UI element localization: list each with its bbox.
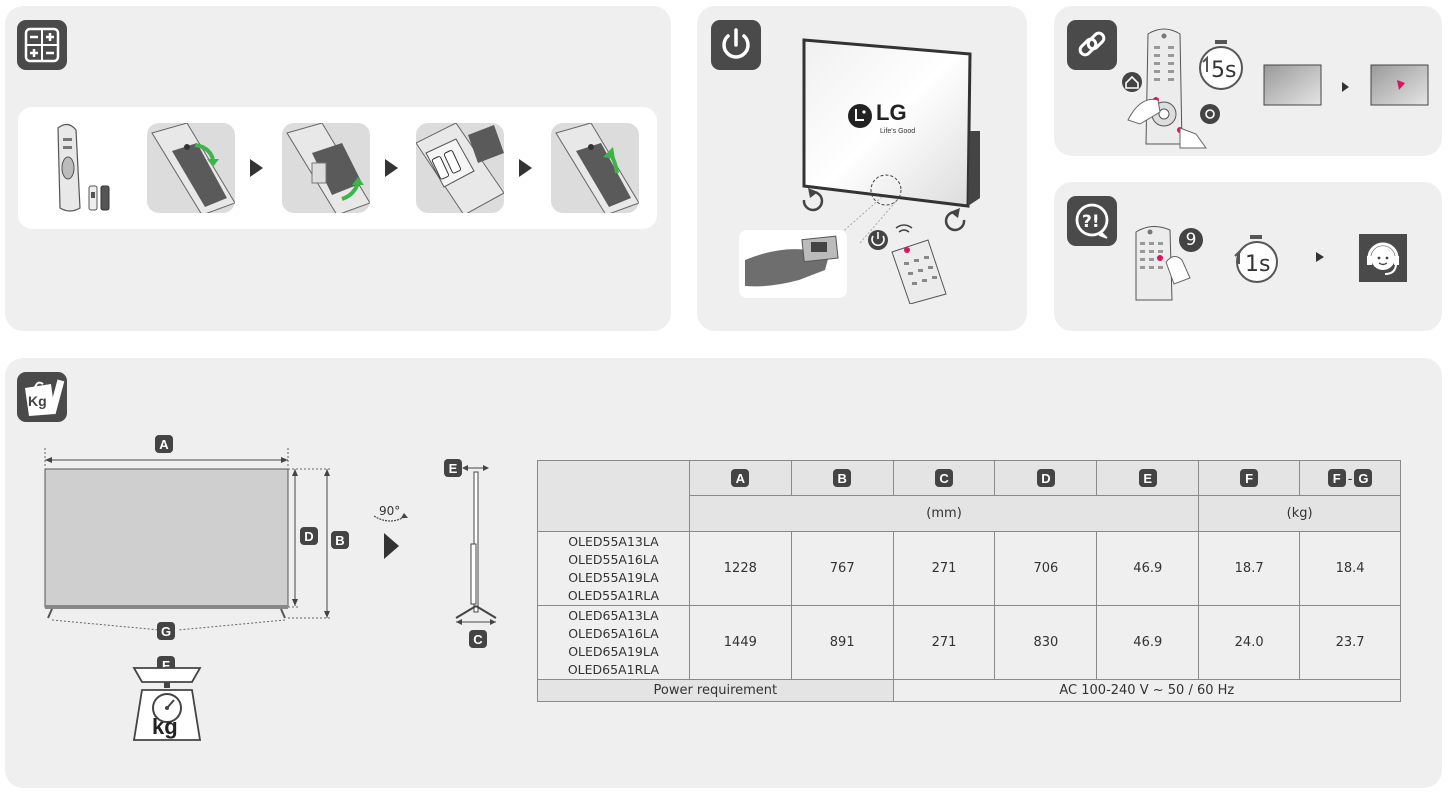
scale-unit-label: kg bbox=[152, 714, 178, 739]
header-b: B bbox=[790, 460, 894, 496]
weight-ruler-icon: Kg bbox=[17, 372, 67, 422]
header-f-label: F bbox=[1240, 469, 1259, 487]
battery-icon bbox=[17, 20, 67, 70]
header-d: D bbox=[994, 460, 1098, 496]
step-arrow bbox=[385, 159, 398, 177]
value-c: 271 bbox=[892, 605, 996, 680]
model-name: OLED55A19LA bbox=[568, 569, 659, 585]
battery-step-1 bbox=[147, 123, 235, 213]
header-c-label: C bbox=[935, 469, 954, 487]
dimension-label-c: C bbox=[469, 630, 487, 648]
battery-step-2 bbox=[282, 123, 370, 213]
value-d: 830 bbox=[994, 605, 1098, 680]
header-e-label: E bbox=[1138, 469, 1157, 487]
rotate-left-icon bbox=[802, 188, 824, 212]
svg-text:Kg: Kg bbox=[28, 393, 47, 409]
dimension-label-d: D bbox=[300, 527, 318, 545]
header-e: E bbox=[1096, 460, 1200, 496]
header-a: A bbox=[688, 460, 792, 496]
tv-side-dimension-drawing bbox=[455, 465, 497, 625]
support-agent-icon bbox=[1359, 234, 1407, 282]
model-name: OLED55A1RLA bbox=[567, 587, 660, 603]
power-icon bbox=[711, 20, 761, 70]
value-b: 767 bbox=[790, 531, 894, 606]
model-list: OLED65A13LA OLED65A16LA OLED65A19LA OLED… bbox=[537, 605, 690, 680]
value-f: 24.0 bbox=[1198, 605, 1301, 680]
value-d: 706 bbox=[994, 531, 1098, 606]
header-c: C bbox=[892, 460, 996, 496]
tv-front-dimension-drawing bbox=[44, 448, 332, 631]
model-name: OLED55A16LA bbox=[568, 551, 659, 567]
header-b-label: B bbox=[833, 469, 852, 487]
remote-help-illustration bbox=[1135, 226, 1191, 301]
header-fg-sep: - bbox=[1347, 471, 1353, 487]
model-list: OLED55A13LA OLED55A16LA OLED55A19LA OLED… bbox=[537, 531, 690, 606]
battery-step-3 bbox=[416, 123, 504, 213]
unit-mm: (mm) bbox=[688, 495, 1200, 532]
spec-table: A B C D E F F-G (mm) (kg) OLED55A13LA OL… bbox=[537, 460, 1402, 702]
value-f-g: 23.7 bbox=[1299, 605, 1401, 680]
rotation-step-arrow bbox=[384, 533, 399, 559]
help-button-number: 9 bbox=[1179, 228, 1203, 252]
pair-arrow bbox=[1342, 82, 1349, 92]
value-a: 1449 bbox=[688, 605, 792, 680]
tv-on-thumbnail bbox=[1370, 64, 1429, 106]
dimension-label-b: B bbox=[331, 531, 349, 549]
power-requirement-label: Power requirement bbox=[537, 679, 894, 702]
table-row: OLED65A13LA OLED65A16LA OLED65A19LA OLED… bbox=[537, 605, 1401, 680]
dimension-label-e: E bbox=[444, 459, 462, 477]
dimension-label-g: G bbox=[157, 622, 175, 640]
rotation-arrow-icon bbox=[373, 513, 408, 522]
help-timer-text: 1s bbox=[1245, 252, 1271, 277]
header-fg-g-label: G bbox=[1354, 469, 1373, 487]
power-requirement-value: AC 100-240 V ~ 50 / 60 Hz bbox=[892, 679, 1402, 702]
model-name: OLED65A19LA bbox=[568, 643, 659, 659]
link-icon bbox=[1067, 20, 1117, 70]
tv-off-thumbnail bbox=[1263, 64, 1322, 106]
dimension-label-a: A bbox=[155, 435, 173, 453]
value-c: 271 bbox=[892, 531, 996, 606]
unit-kg: (kg) bbox=[1198, 495, 1401, 532]
help-icon: ?! bbox=[1067, 196, 1117, 246]
timer-icon bbox=[1199, 40, 1243, 90]
value-a: 1228 bbox=[688, 531, 792, 606]
scale-icon bbox=[132, 667, 202, 741]
model-name: OLED65A1RLA bbox=[567, 661, 660, 677]
pair-timer-text: 5s bbox=[1211, 58, 1237, 83]
table-corner bbox=[537, 460, 690, 532]
value-e: 46.9 bbox=[1096, 531, 1200, 606]
header-fg-f-label: F bbox=[1327, 469, 1346, 487]
battery-step-4 bbox=[551, 123, 639, 213]
value-b: 891 bbox=[790, 605, 894, 680]
model-name: OLED65A13LA bbox=[568, 607, 659, 623]
timer-icon bbox=[1234, 235, 1278, 283]
value-f-g: 18.4 bbox=[1299, 531, 1401, 606]
step-arrow bbox=[250, 159, 263, 177]
value-e: 46.9 bbox=[1096, 605, 1200, 680]
tv-logo-tagline: Life's Good bbox=[880, 128, 916, 135]
header-f: F bbox=[1198, 460, 1301, 496]
step-arrow bbox=[519, 159, 532, 177]
tv-illustration bbox=[802, 38, 980, 208]
rotate-right-icon bbox=[944, 208, 966, 232]
remote-power-illustration bbox=[868, 224, 947, 304]
remote-and-batteries-illustration bbox=[57, 123, 110, 212]
header-d-label: D bbox=[1036, 469, 1055, 487]
power-button-closeup bbox=[739, 230, 847, 298]
tv-logo-text: LG bbox=[876, 100, 907, 125]
svg-text:?!: ?! bbox=[1082, 212, 1100, 232]
value-f: 18.7 bbox=[1198, 531, 1301, 606]
model-name: OLED55A13LA bbox=[568, 533, 659, 549]
remote-pair-illustration bbox=[1122, 28, 1220, 149]
header-a-label: A bbox=[731, 469, 750, 487]
help-arrow bbox=[1316, 252, 1324, 262]
rotation-label: 90° bbox=[379, 504, 401, 518]
table-row: OLED55A13LA OLED55A16LA OLED55A19LA OLED… bbox=[537, 531, 1401, 606]
model-name: OLED65A16LA bbox=[568, 625, 659, 641]
header-f-g: F-G bbox=[1299, 460, 1401, 496]
